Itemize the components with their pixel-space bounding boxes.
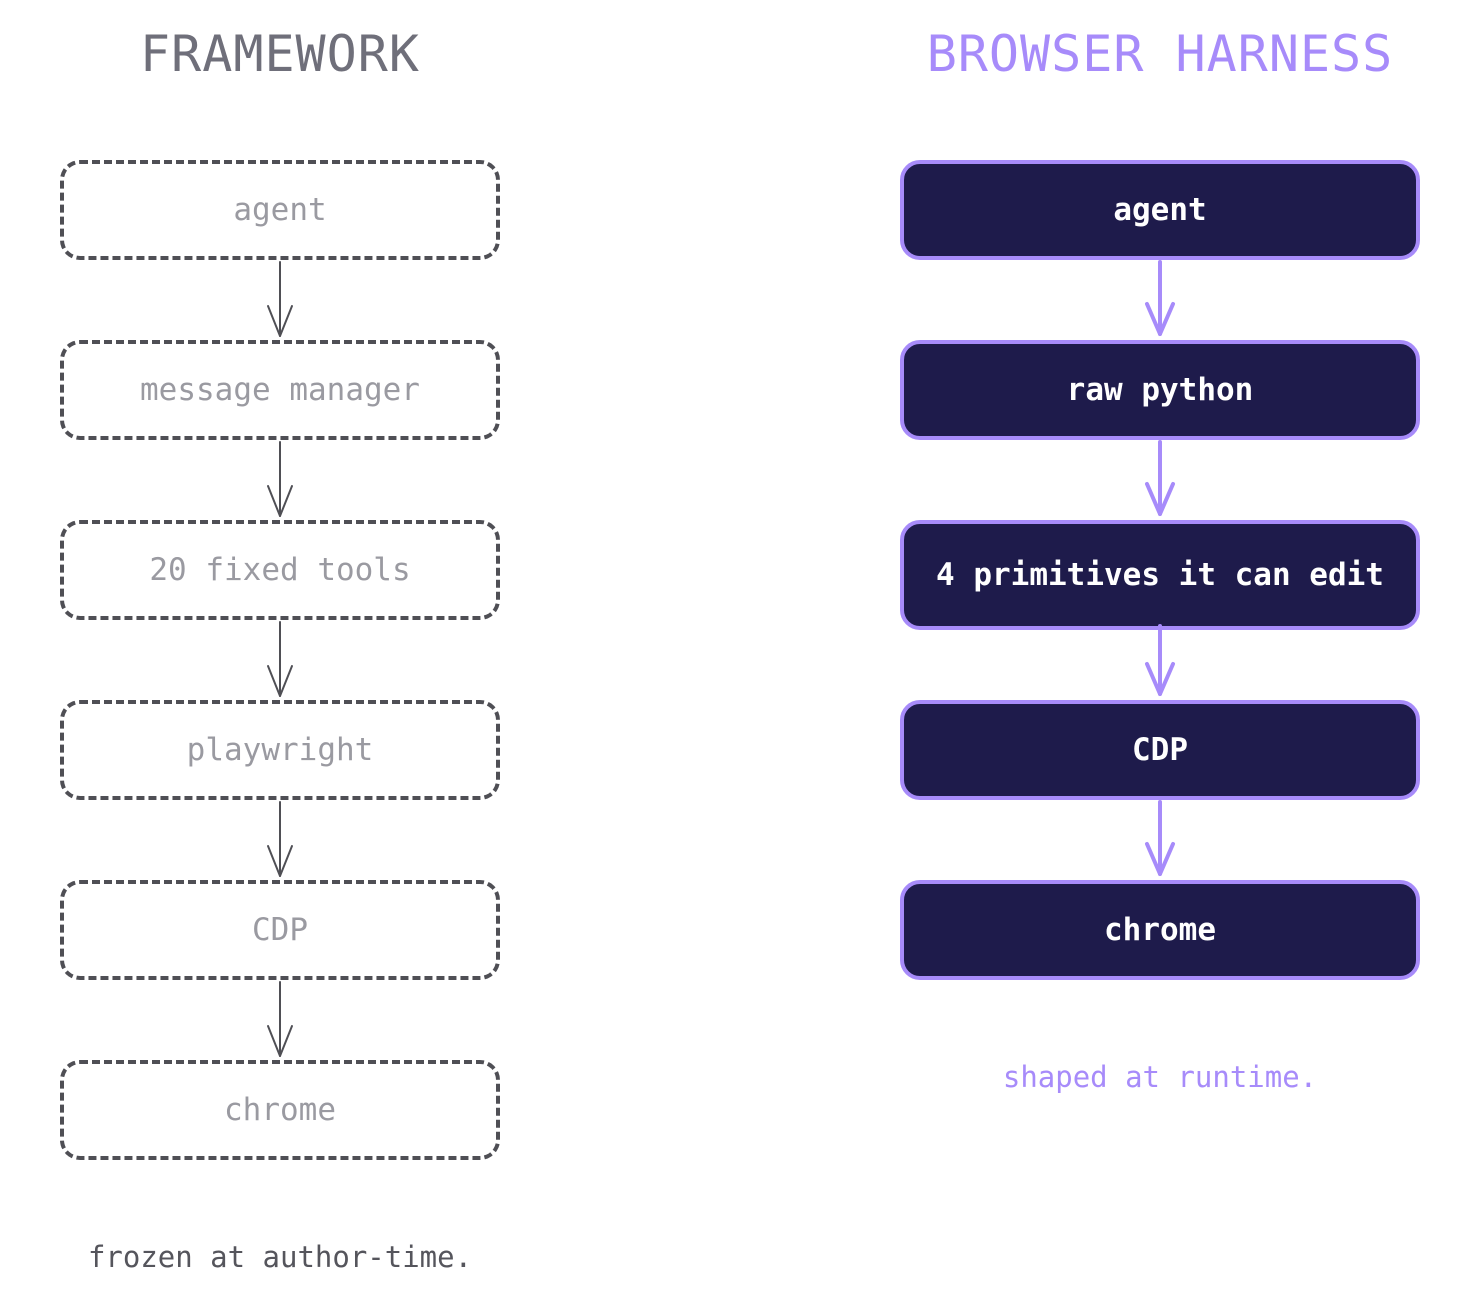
framework-caption: frozen at author-time. xyxy=(87,1240,473,1274)
harness-layer-primitives: 4 primitives it can edit xyxy=(900,520,1420,630)
framework-layer-playwright: playwright xyxy=(60,700,500,800)
harness-layer-raw-python: raw python xyxy=(900,340,1420,440)
browser-harness-title: BROWSER HARNESS xyxy=(926,25,1394,83)
arrow-down-icon xyxy=(1145,624,1175,696)
layer-label: message manager xyxy=(140,372,420,408)
arrow-down-icon xyxy=(1145,260,1175,336)
arrow-down-icon xyxy=(267,801,293,877)
arrow-down-icon xyxy=(1145,440,1175,516)
framework-title: FRAMEWORK xyxy=(140,25,420,83)
layer-label: raw python xyxy=(1066,372,1254,408)
arrow-down-icon xyxy=(267,621,293,697)
layer-label: 4 primitives it can edit xyxy=(936,557,1384,593)
arrow-down-icon xyxy=(1145,800,1175,876)
layer-label: agent xyxy=(233,192,327,228)
layer-label: CDP xyxy=(252,912,308,948)
layer-label: CDP xyxy=(1132,732,1188,768)
arrow-down-icon xyxy=(267,441,293,517)
framework-layer-cdp: CDP xyxy=(60,880,500,980)
layer-label: chrome xyxy=(1104,912,1216,948)
arrow-down-icon xyxy=(267,981,293,1057)
layer-label: chrome xyxy=(224,1092,336,1128)
layer-label: 20 fixed tools xyxy=(149,552,411,588)
framework-layer-chrome: chrome xyxy=(60,1060,500,1160)
arrow-down-icon xyxy=(267,261,293,337)
layer-label: playwright xyxy=(186,732,374,768)
framework-layer-message-manager: message manager xyxy=(60,340,500,440)
harness-layer-agent: agent xyxy=(900,160,1420,260)
framework-layer-agent: agent xyxy=(60,160,500,260)
harness-layer-cdp: CDP xyxy=(900,700,1420,800)
framework-layer-fixed-tools: 20 fixed tools xyxy=(60,520,500,620)
browser-harness-caption: shaped at runtime. xyxy=(1002,1060,1318,1094)
harness-layer-chrome: chrome xyxy=(900,880,1420,980)
layer-label: agent xyxy=(1113,192,1207,228)
